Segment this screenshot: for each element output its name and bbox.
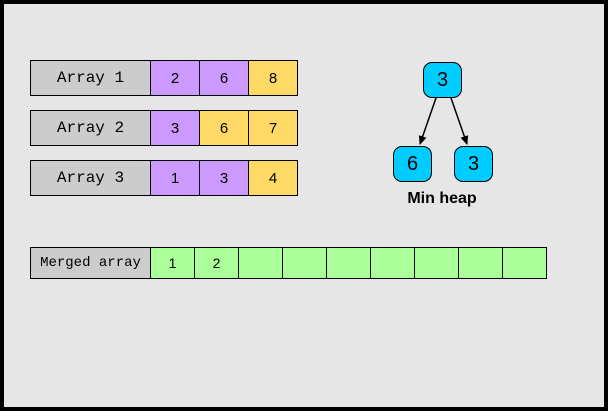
heap-left-node: 6 xyxy=(393,146,432,182)
merged-cell xyxy=(370,247,415,279)
array-2-cell: 7 xyxy=(248,110,298,146)
heap-label: Min heap xyxy=(407,190,477,207)
merged-cell xyxy=(282,247,327,279)
merged-cell xyxy=(458,247,503,279)
array-1-cell: 2 xyxy=(150,60,200,96)
heap-edge-left xyxy=(418,97,437,145)
array-3-row: Array 3 1 3 4 xyxy=(30,160,298,196)
merged-cell xyxy=(238,247,283,279)
heap-edge-right xyxy=(450,97,469,145)
heap-right-node: 3 xyxy=(454,146,493,182)
array-3-cell: 3 xyxy=(199,160,249,196)
array-2-cell: 3 xyxy=(150,110,200,146)
merged-cell xyxy=(502,247,547,279)
merged-cell: 1 xyxy=(150,247,195,279)
diagram-canvas: Array 1 2 6 8 Array 2 3 6 7 Array 3 1 3 … xyxy=(4,4,604,407)
heap-edges xyxy=(418,97,469,145)
heap-root-node: 3 xyxy=(423,62,462,98)
array-1-label: Array 1 xyxy=(30,60,151,96)
array-3-cell: 4 xyxy=(248,160,298,196)
array-2-label: Array 2 xyxy=(30,110,151,146)
merged-cell xyxy=(326,247,371,279)
array-3-label: Array 3 xyxy=(30,160,151,196)
merged-cell: 2 xyxy=(194,247,239,279)
array-1-row: Array 1 2 6 8 xyxy=(30,60,298,96)
array-1-cell: 8 xyxy=(248,60,298,96)
array-1-cell: 6 xyxy=(199,60,249,96)
merged-cell xyxy=(414,247,459,279)
merged-array-row: Merged array 1 2 xyxy=(30,247,547,279)
merged-array-label: Merged array xyxy=(30,247,151,279)
array-2-cell: 6 xyxy=(199,110,249,146)
array-2-row: Array 2 3 6 7 xyxy=(30,110,298,146)
